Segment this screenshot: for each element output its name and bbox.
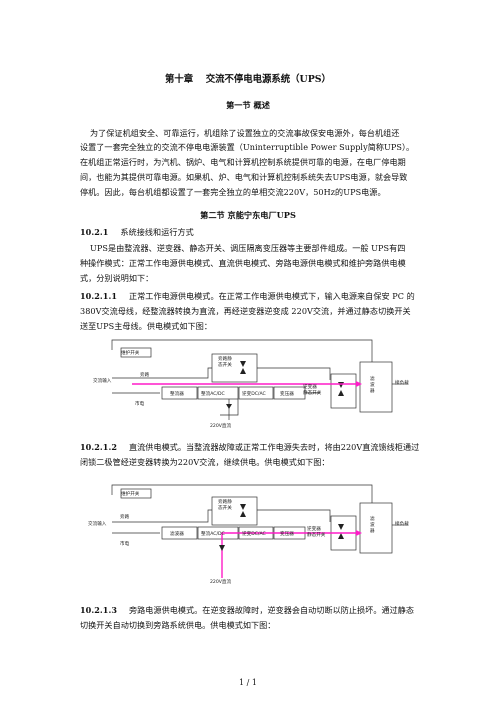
label-filter-3: 器 — [370, 528, 375, 534]
label-transformer: 变压器 — [280, 390, 294, 397]
para-wiring-2: 种操作模式：正常工作电源供电模式、直流供电模式、旁路电源供电模式和维护旁路供电模 — [80, 258, 406, 268]
label-rectifier-ac-dc: 整流AC/DC — [201, 390, 225, 397]
label-maint-switch: 维护开关 — [121, 349, 140, 356]
label-maint-switch: 维护开关 — [121, 490, 140, 497]
label-filter-1: 滤 — [370, 375, 375, 382]
label-bypass-static-2: 态开关 — [218, 504, 232, 511]
label-inverter: 逆变DC/AC — [242, 530, 266, 537]
label-inverter-static: 逆变器 — [307, 525, 321, 532]
label-bypass: 旁路 — [120, 513, 130, 520]
page-number: 1 / 1 — [239, 678, 257, 687]
label-inverter-static-2: 静态开关 — [303, 389, 322, 396]
label-bypass: 旁路 — [140, 371, 150, 378]
label-rectifier: 整流器 — [170, 390, 184, 397]
heading-num: 10.2.1 — [80, 227, 109, 237]
section-1-title: 第一节 概述 — [226, 100, 270, 110]
label-main: 市电 — [120, 540, 130, 547]
label-ac-input: 交流输入 — [93, 377, 112, 384]
para-10-2-1-3-l2: 切换开关自动切换到旁路系统供电。供电模式如下图： — [80, 620, 276, 630]
para-10-2-1-1-l3: 送至UPS主母线。供电模式如下图： — [80, 321, 212, 331]
para-10-2-1-2-l2: 闭锁二极管经逆变器转换为220V交流，继续供电。供电模式如下图： — [80, 457, 330, 467]
label-transformer: 变压器 — [280, 530, 294, 537]
heading-text: 系统接线和运行方式 — [120, 227, 194, 237]
section-2-title: 第二节 京能宁东电厂UPS — [200, 210, 296, 220]
para-overview-3: 在机组正常运行时，为汽机、锅炉、电气和计算机控制系统提供可靠的电源，在电厂停电期 — [80, 157, 406, 167]
label-inverter-static: 逆变器 — [303, 383, 317, 390]
heading-num: 10.2.1.2 — [80, 442, 118, 452]
para-overview-2: 设置了一套完全独立的交流不停电电源装置（Uninterruptible Powe… — [80, 142, 415, 152]
label-filter-3: 器 — [370, 388, 375, 394]
label-bypass-static: 旁路静 — [218, 498, 232, 505]
para-text: 旁路电源供电模式。在逆变器故障时，逆变器会自动切断以防止损坏。通过静态 — [129, 605, 415, 615]
label-filter-2: 波 — [370, 521, 375, 528]
para-wiring-1: UPS是由整流器、逆变器、静态开关、调压隔离变压器等主要部件组成。一般 UPS有… — [90, 243, 406, 253]
para-10-2-1-2: 10.2.1.2 直流供电模式。当整流器故障或正常工作电源失去时，将由220V直流… — [80, 440, 419, 455]
label-dc: 220V直流 — [210, 578, 232, 585]
label-rectifier-ac-dc: 整流AC/DC — [201, 530, 225, 537]
para-overview-1: 为了保证机组安全、可靠运行，机组除了设置独立的交流事故保安电源外，每台机组还 — [90, 128, 400, 138]
label-ac-input: 交流输入 — [88, 520, 107, 527]
heading-num: 10.2.1.3 — [80, 605, 118, 615]
para-10-2-1-3: 10.2.1.3 旁路电源供电模式。在逆变器故障时，逆变器会自动切断以防止损坏。通… — [80, 603, 414, 618]
label-inverter-static-2: 静态开关 — [307, 531, 326, 538]
heading-10-2-1: 10.2.1 系统接线和运行方式 — [80, 225, 410, 240]
para-10-2-1-1: 10.2.1.1 正常工作电源供电模式。在正常工作电源供电模式下，输入电源来自保安… — [80, 289, 415, 304]
para-text: 直流供电模式。当整流器故障或正常工作电源失去时，将由220V直流馈线柜通过 — [129, 442, 420, 452]
heading-num: 10.2.1.1 — [80, 291, 118, 301]
para-overview-4: 间，也能为其提供可靠电源。如果机、炉、电气和计算机控制系统失去UPS电源，就会导… — [80, 172, 408, 182]
label-filter-2: 波 — [370, 381, 375, 388]
para-10-2-1-1-l2: 380V交流母线，经整流器转换为直流，再经逆变器逆变成 220V交流，并通过静态… — [80, 306, 411, 316]
label-main: 市电 — [135, 400, 145, 407]
label-inverter: 逆变DC/AC — [242, 390, 266, 397]
label-load: 接负载 — [395, 520, 409, 527]
para-text: 正常工作电源供电模式。在正常工作电源供电模式下，输入电源来自保安 PC 的 — [129, 291, 415, 301]
chapter-title: 第十章 交流不停电电源系统（UPS） — [165, 74, 331, 85]
label-dc: 220V直流 — [210, 422, 232, 429]
label-bypass-static: 旁路静 — [218, 355, 232, 362]
para-wiring-3: 式，分别说明如下： — [80, 273, 154, 283]
label-load: 接负载 — [395, 379, 409, 386]
label-rectifier: 滤波器 — [170, 530, 184, 537]
para-overview-5: 停机。因此，每台机组都设置了一套完全独立的单相交流220V，50Hz的UPS电源… — [80, 187, 386, 197]
label-filter-1: 滤 — [370, 515, 375, 522]
label-bypass-static-2: 态开关 — [218, 361, 232, 368]
